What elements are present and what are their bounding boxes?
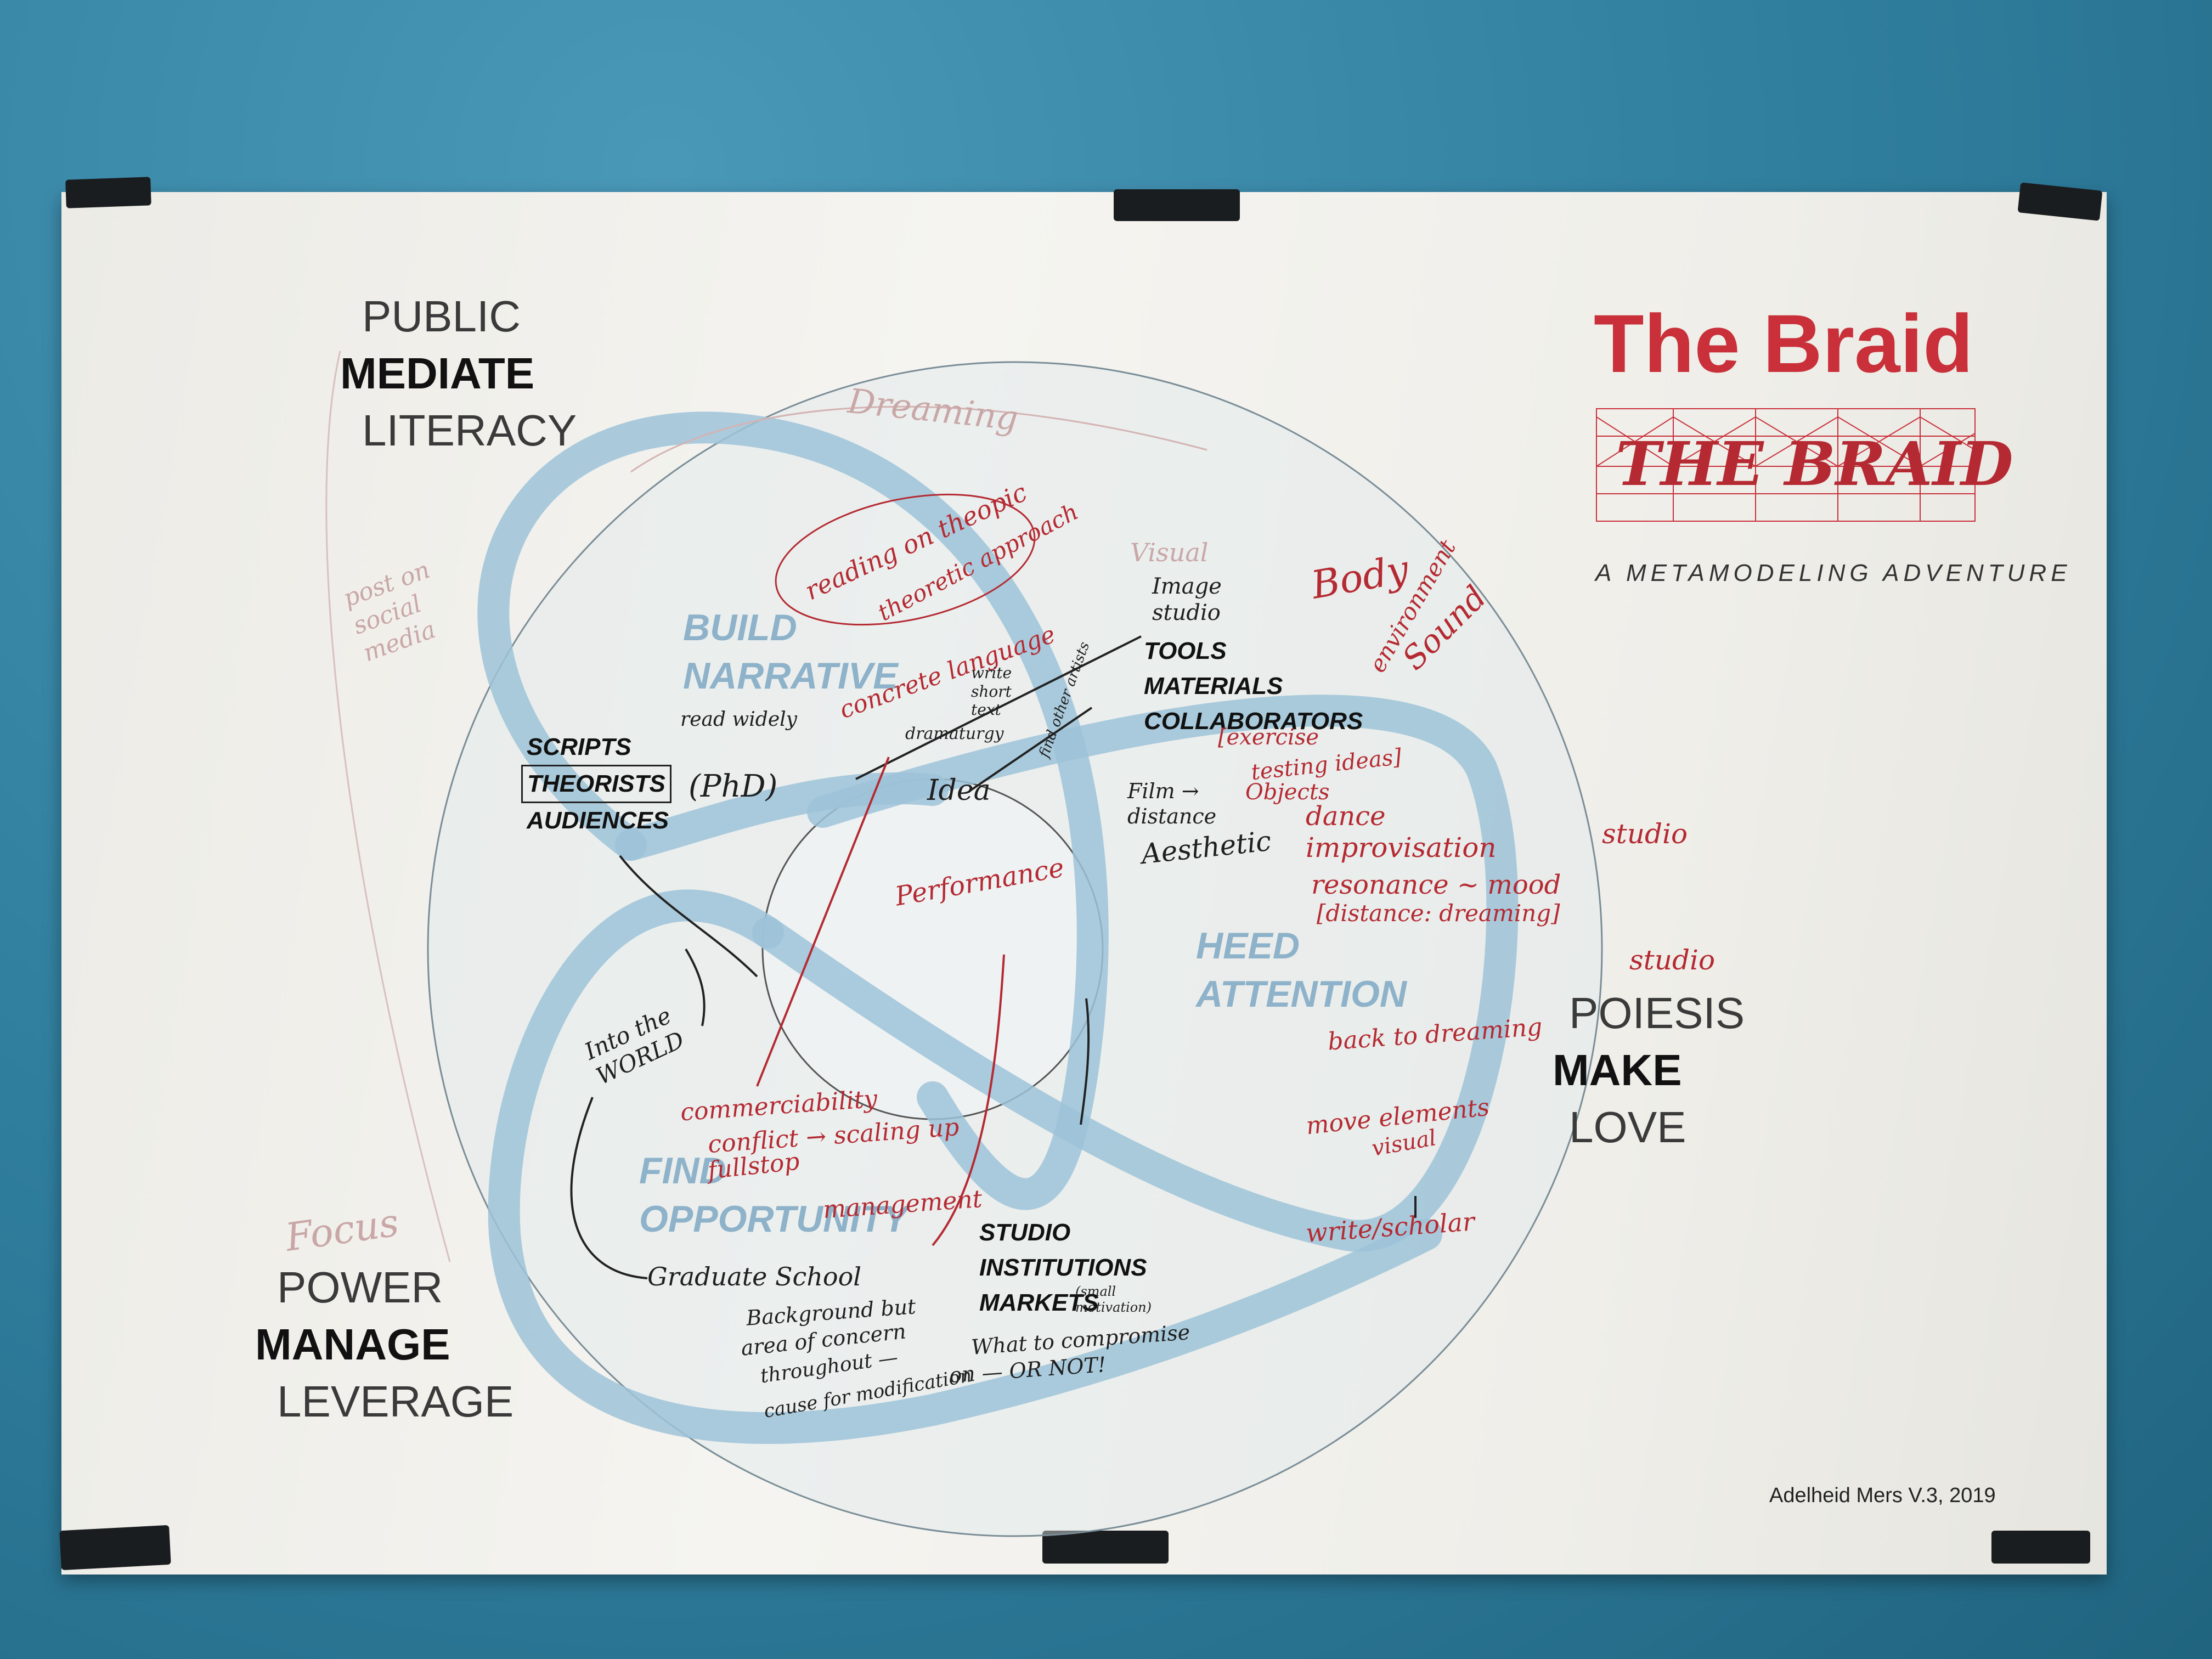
- list-collaborators: COLLABORATORS: [1144, 707, 1363, 735]
- pen-line-6: [570, 1097, 648, 1279]
- hw-idea: Idea: [927, 774, 991, 807]
- phase-find: FIND: [639, 1150, 726, 1192]
- corner-mediate: MEDIATE: [340, 349, 535, 398]
- hw-improvisation: improvisation: [1306, 832, 1497, 864]
- phase-find-opportunity: FIND OPPORTUNITY: [639, 1147, 908, 1244]
- corner-love: LOVE: [1569, 1103, 1686, 1152]
- hw-distance-dreaming: [distance: dreaming]: [1317, 900, 1560, 927]
- poster-title: The Braid: [1594, 297, 1973, 390]
- corner-right: POIESIS MAKE LOVE: [1553, 985, 1745, 1156]
- logo-handwritten: THE BRAID: [1616, 428, 2013, 499]
- hw-small-motivation: (small motivation): [1075, 1284, 1152, 1315]
- pen-line-1: [619, 855, 758, 978]
- hw-resonance-mood: resonance ~ mood: [1311, 870, 1561, 900]
- phase-attention: ATTENTION: [1196, 973, 1407, 1015]
- hw-exercise: [exercise: [1218, 725, 1319, 750]
- pen-line-5: [1080, 998, 1090, 1125]
- list-tools: TOOLS: [1144, 637, 1227, 664]
- hw-phd: (PhD): [689, 769, 778, 804]
- braid-loop-top: [477, 411, 1109, 1210]
- corner-manage: MANAGE: [255, 1320, 450, 1369]
- tape-top-center: [1114, 189, 1240, 221]
- red-arrow-1: [756, 757, 890, 1087]
- corner-literacy: LITERACY: [362, 406, 577, 455]
- hw-objects: Objects: [1245, 780, 1330, 805]
- phase-heed: HEED: [1196, 925, 1300, 967]
- phase-narrative: NARRATIVE: [683, 655, 898, 697]
- list-theorists: THEORISTS: [521, 764, 672, 803]
- pen-line-2: [685, 948, 706, 1026]
- red-arrow-2: [932, 954, 1005, 1246]
- poster-author: Adelheid Mers V.3, 2019: [1769, 1484, 1996, 1507]
- phase-opportunity: OPPORTUNITY: [639, 1198, 908, 1240]
- logo-grid: [1596, 408, 1976, 522]
- corner-make: MAKE: [1553, 1046, 1682, 1094]
- poster-subtitle: A METAMODELING ADVENTURE: [1595, 560, 2072, 586]
- corner-leverage: LEVERAGE: [277, 1377, 514, 1426]
- hw-image-studio: Image studio: [1152, 574, 1222, 625]
- braid-loop-right: [752, 695, 1519, 1252]
- hw-write-short-text: write short text: [971, 664, 1012, 719]
- list-markets: MARKETS: [979, 1289, 1099, 1316]
- hw-studio-2: studio: [1629, 944, 1716, 976]
- pen-line-3: [855, 635, 1142, 780]
- hw-read-widely: read widely: [680, 708, 797, 731]
- list-scripts: SCRIPTS: [527, 733, 631, 760]
- list-scripts-theorists-audiences: SCRIPTS THEORISTS AUDIENCES: [521, 730, 672, 838]
- corner-public: PUBLIC: [362, 292, 521, 341]
- phase-build: BUILD: [683, 607, 797, 648]
- corner-top-left: PUBLIC MEDIATE LITERACY: [340, 288, 577, 459]
- braid-loop-bottom: [488, 889, 1442, 1444]
- phase-heed-attention: HEED ATTENTION: [1196, 922, 1407, 1019]
- hw-film-distance: Film → distance: [1127, 779, 1217, 828]
- pen-line-4: [970, 707, 1093, 791]
- corner-bottom-left: POWER MANAGE LEVERAGE: [255, 1259, 514, 1430]
- hw-dance: dance: [1306, 801, 1386, 832]
- faint-arc-dreaming: [630, 405, 1207, 473]
- list-materials: MATERIALS: [1144, 672, 1283, 699]
- list-institutions: INSTITUTIONS: [979, 1254, 1147, 1281]
- hw-dramaturgy: dramaturgy: [905, 724, 1004, 743]
- faint-arc-left: [325, 351, 451, 1262]
- list-studio-institutions-markets: STUDIO INSTITUTIONS MARKETS: [979, 1215, 1147, 1320]
- list-audiences: AUDIENCES: [527, 806, 669, 834]
- hw-graduate-school: Graduate School: [647, 1262, 861, 1291]
- list-tools-materials-collaborators: TOOLS MATERIALS COLLABORATORS: [1144, 634, 1363, 738]
- corner-power: POWER: [277, 1263, 443, 1312]
- red-circle-reading: [775, 493, 1036, 626]
- hw-visual: Visual: [1130, 538, 1209, 567]
- braid-loop-left: [615, 772, 949, 861]
- hw-studio-1: studio: [1602, 818, 1688, 850]
- phase-build-narrative: BUILD NARRATIVE: [683, 603, 898, 701]
- tape-bottom-right: [1991, 1531, 2090, 1564]
- list-studio: STUDIO: [979, 1219, 1071, 1246]
- corner-poiesis: POIESIS: [1569, 989, 1745, 1037]
- tape-bottom-center: [1042, 1531, 1169, 1564]
